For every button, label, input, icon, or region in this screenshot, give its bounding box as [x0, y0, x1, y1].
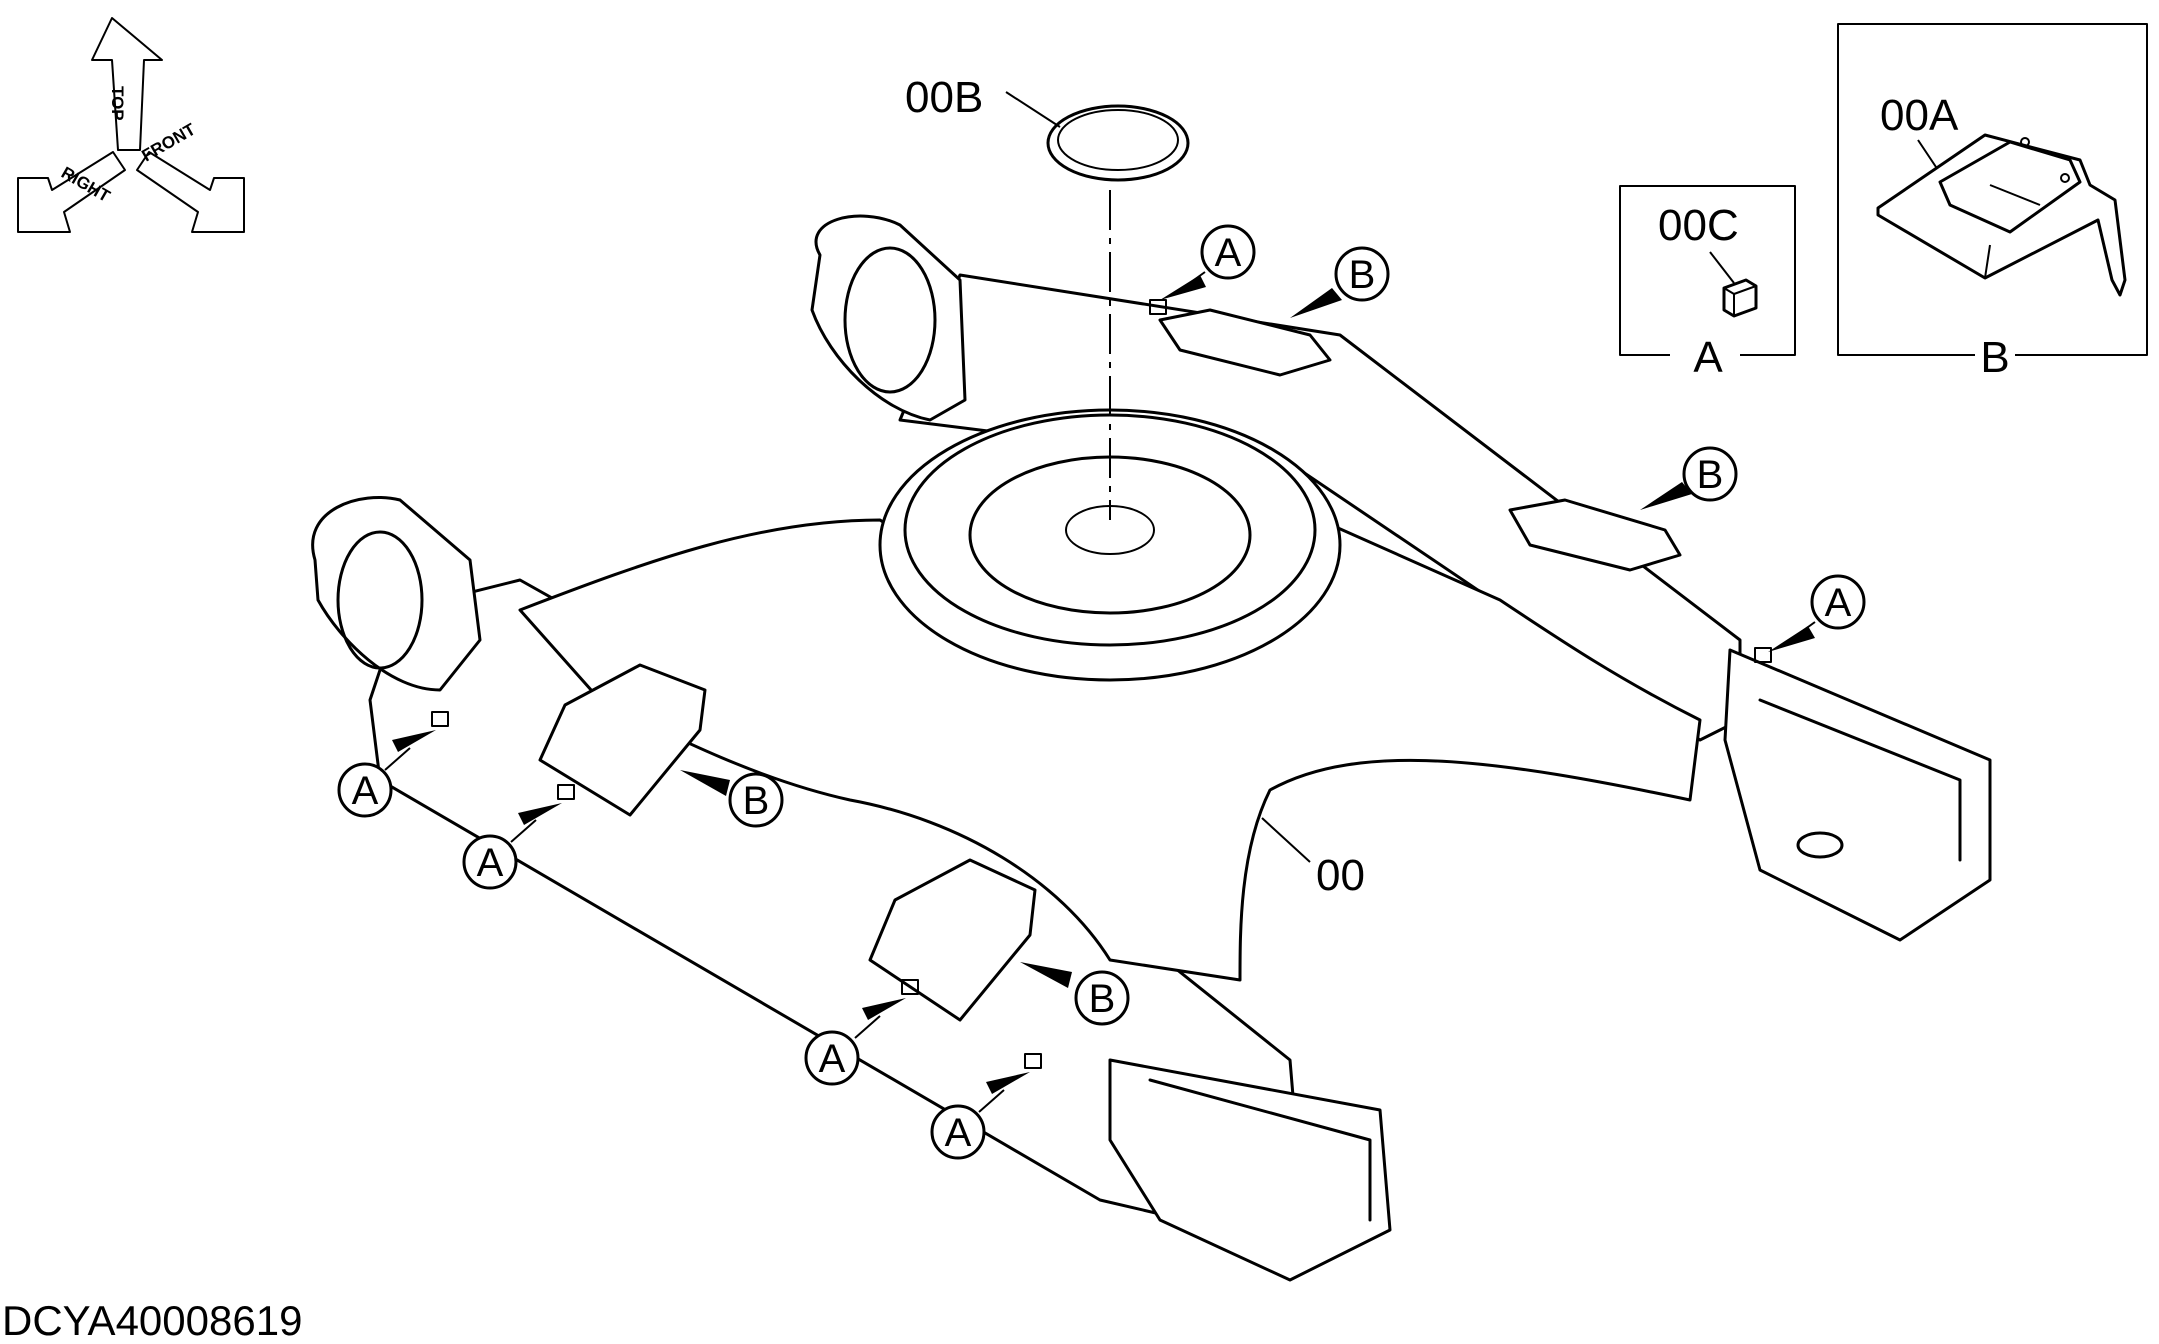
- callout-b-front-2: B: [1020, 962, 1130, 1026]
- callout-arrow-icon: [862, 998, 906, 1020]
- guard-label: 00A: [1880, 91, 1959, 140]
- seal-ring-part: 00B: [905, 73, 1190, 182]
- block-front-3: [901, 979, 919, 995]
- svg-text:B: B: [1089, 977, 1116, 1021]
- rear-left-motor-flange: [843, 246, 937, 394]
- front-yoke-edge: [1148, 1078, 1372, 1222]
- detail-a-frame: [1619, 185, 1796, 356]
- svg-text:A: A: [819, 1037, 846, 1081]
- detail-b-frame: [1837, 23, 2148, 356]
- block-label: 00C: [1658, 201, 1739, 250]
- callout-arrow-icon: [1640, 482, 1692, 510]
- block-front-4: [1024, 1053, 1042, 1069]
- callouts-a: A A A A A A: [337, 224, 1866, 1160]
- rear-yoke-edge: [1758, 698, 1962, 862]
- swing-ring-center: [968, 455, 1252, 615]
- block-rear-1: [1149, 299, 1167, 315]
- top-arrow-icon: [91, 17, 163, 151]
- block-rear-2: [1754, 647, 1772, 663]
- block-part: [1722, 278, 1758, 318]
- seal-ring-label: 00B: [905, 73, 983, 122]
- detail-a-caption: A: [1693, 333, 1723, 382]
- axis-front-label: FRONT: [139, 119, 200, 165]
- rear-left-motor-mount: [810, 214, 967, 422]
- detail-view-b: B 00A: [1837, 23, 2148, 382]
- callout-a-front-3: A: [804, 998, 906, 1086]
- callout-a-front-2: A: [462, 803, 562, 890]
- guard-front-1: [538, 663, 707, 817]
- drawing-code: DCYA40008619: [2, 1297, 302, 1344]
- front-left-motor-flange: [336, 530, 424, 670]
- guard-part: [1876, 133, 2127, 297]
- svg-text:A: A: [945, 1111, 972, 1155]
- svg-text:B: B: [1349, 253, 1376, 297]
- svg-text:A: A: [352, 769, 379, 813]
- guard-rear-1: [1158, 308, 1332, 377]
- detail-b-caption: B: [1980, 333, 2009, 382]
- orientation-indicator: TOP RIGHT FRONT: [17, 17, 245, 233]
- seal-ring-inner: [1057, 109, 1179, 171]
- rear-idler-yoke: [1723, 648, 1992, 942]
- svg-text:A: A: [1215, 231, 1242, 275]
- front-idler-yoke: [1108, 1058, 1392, 1282]
- callout-b-rear-2: B: [1640, 446, 1738, 510]
- guard-leader: [1917, 139, 1939, 171]
- callout-arrow-icon: [1290, 288, 1342, 318]
- svg-text:B: B: [1697, 453, 1724, 497]
- callout-arrow-icon: [518, 803, 562, 825]
- detail-view-a: A 00C: [1619, 185, 1796, 382]
- right-arrow-icon: [17, 151, 126, 233]
- svg-text:A: A: [1825, 581, 1852, 625]
- callout-a-front-4: A: [930, 1072, 1030, 1160]
- svg-text:A: A: [477, 841, 504, 885]
- callout-arrow-icon: [1020, 962, 1072, 988]
- front-arrow-icon: [136, 151, 245, 233]
- callout-a-rear-1: A: [1160, 224, 1256, 300]
- guard-rear-2: [1508, 498, 1682, 572]
- callout-b-rear-1: B: [1290, 246, 1390, 318]
- seal-ring-outer: [1046, 104, 1190, 182]
- block-front-1: [431, 711, 449, 727]
- callout-a-rear-2: A: [1768, 574, 1866, 652]
- seal-ring-leader: [1005, 91, 1061, 128]
- main-frame-leader: [1261, 817, 1311, 863]
- callout-b-front-1: B: [680, 770, 784, 828]
- rear-yoke-slot: [1796, 831, 1844, 859]
- main-frame-label: 00: [1316, 851, 1365, 900]
- svg-text:B: B: [743, 779, 770, 823]
- callout-a-front-1: A: [337, 730, 436, 818]
- track-frame-drawing: [311, 190, 1992, 1282]
- block-front-2: [557, 784, 575, 800]
- callout-arrow-icon: [986, 1072, 1030, 1094]
- callout-arrow-icon: [392, 730, 436, 752]
- callout-arrow-icon: [680, 770, 730, 796]
- block-leader: [1709, 251, 1735, 284]
- callouts-b: B B B B: [680, 246, 1738, 1026]
- axis-top-label: TOP: [108, 86, 127, 121]
